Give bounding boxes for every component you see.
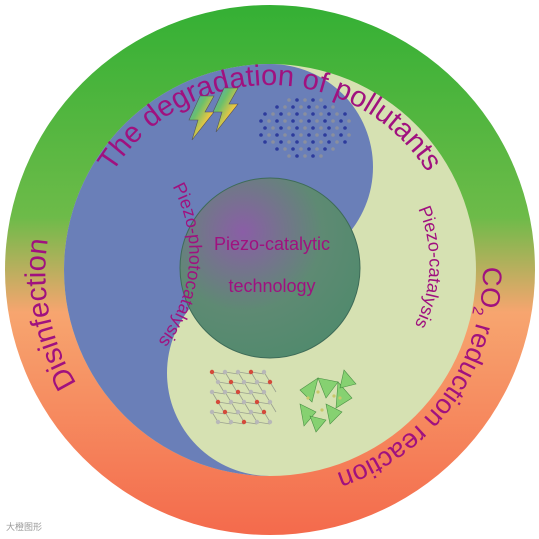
center-title-line1: Piezo-catalytic xyxy=(214,234,330,254)
crystal-lattice-icon xyxy=(209,369,277,425)
polyhedral-structure-icon xyxy=(299,369,357,433)
hexagonal-lattice-icon xyxy=(259,98,351,158)
center-title-line2: technology xyxy=(228,276,315,296)
watermark: 大橙图形 xyxy=(6,521,42,533)
center-circle xyxy=(179,177,361,359)
lightning-icon xyxy=(188,87,239,141)
